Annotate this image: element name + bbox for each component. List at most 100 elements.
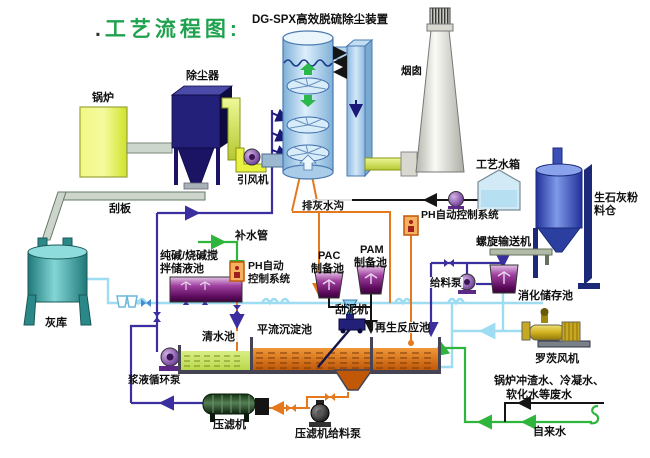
pac-prep-tank (314, 271, 344, 299)
tank-floor (250, 370, 337, 374)
clear-water-tank (178, 345, 253, 374)
label-bg (200, 331, 240, 342)
pac-tank-label-2: 制备池 (311, 261, 344, 275)
conveyor-leg (545, 255, 549, 265)
dust-collector-label: 除尘器 (186, 68, 220, 82)
pam-tank-label-2: 制备池 (354, 255, 387, 269)
press-head (255, 398, 269, 415)
stirrer-icon (180, 281, 211, 290)
induced-draft-fan (235, 147, 284, 173)
ph-controller-box (229, 261, 245, 282)
scrubber-tower (282, 30, 334, 180)
process-water-tank (477, 169, 521, 211)
blower-flange (521, 321, 531, 341)
collector-leg (216, 140, 220, 185)
chimney-inlet (400, 151, 418, 177)
tank-water (481, 190, 517, 207)
tank-floor (370, 370, 441, 374)
tank-valve-icon (233, 305, 241, 315)
ph-display (234, 272, 240, 278)
scraper-motor (346, 314, 354, 319)
title-text: 工艺流程图: (105, 17, 241, 41)
ash-ditch-label: 排灰水沟 (302, 199, 344, 212)
makeup-pipe-label: 补水管 (234, 228, 268, 242)
lime-silo-label-2: 料仓 (594, 203, 617, 217)
press-plates (212, 395, 250, 413)
labels: .工艺流程图: DG-SPX高效脱硫除尘装置 锅炉 除尘器 引风机 刮板 烟囱 … (45, 12, 638, 440)
screw-conveyor-label: 螺旋输送机 (476, 234, 531, 248)
spray-disc (286, 77, 330, 95)
chimney (400, 7, 465, 177)
label-bg (300, 199, 352, 211)
mixing-funnel (342, 299, 358, 312)
spray-disc (286, 144, 330, 162)
tank-wall (250, 337, 253, 374)
liquid-dashes (256, 352, 434, 369)
stirrer-icon (364, 273, 378, 284)
process-water-tank-label: 工艺水箱 (476, 157, 520, 171)
collector-outlet-pipe (221, 97, 241, 161)
boiler-flue-pipe (126, 142, 173, 154)
induced-fan-label: 引风机 (237, 173, 269, 186)
digestion-tank (489, 264, 519, 294)
collector-hopper (177, 147, 215, 184)
filter-press-pump-label: 压滤机给料泵 (295, 426, 361, 440)
chimney-label: 烟囱 (401, 64, 422, 77)
silo-foot (578, 283, 600, 289)
feed-pump-base (458, 290, 476, 294)
water-dashes (184, 355, 244, 367)
mud-scraper-machine (338, 318, 366, 331)
boiler (79, 106, 173, 178)
pam-tank-label: PAM (360, 244, 384, 256)
chimney-collar (426, 23, 454, 32)
ph-display (408, 226, 414, 232)
blower-body (529, 324, 565, 341)
slurry-valve-icon (153, 312, 161, 322)
dosing-pump-base (448, 206, 464, 210)
ash-leg (78, 294, 92, 326)
dust-collector (170, 85, 241, 190)
flue-duct (332, 38, 402, 178)
alkali-tank-label: 纯碱/烧碱搅 (160, 248, 218, 262)
inlet-up-arrow (299, 154, 317, 171)
pump-base (159, 366, 181, 371)
wastewater-line (504, 402, 604, 422)
scraper-plate (41, 191, 206, 241)
lime-silo (533, 147, 600, 289)
stirrer-icon (322, 279, 336, 290)
sludge-pipes (269, 392, 349, 415)
sediment-liquid (253, 348, 438, 370)
ph-control-right (403, 191, 464, 236)
ash-storage-label: 灰库 (45, 315, 67, 329)
ph-left-label: PH自动 (248, 259, 284, 272)
press-leg (244, 414, 249, 422)
scraper-wheel (340, 328, 346, 334)
mud-scraper-label: 刮泥机 (335, 302, 368, 316)
roots-blower (521, 308, 591, 348)
sedimentation-tank (250, 314, 441, 391)
digestion-tank-label: 消化储存池 (518, 288, 573, 302)
blower-base (537, 340, 591, 348)
roots-blower-label: 罗茨风机 (535, 351, 579, 365)
slurry-circulation-pump (159, 347, 181, 371)
feed-pump-label: 给料泵 (430, 276, 462, 289)
label-bg (255, 324, 312, 335)
collector-outlet-flange (183, 182, 209, 190)
spray-disc (286, 116, 330, 134)
press-leg (210, 414, 215, 422)
silo-frame (584, 164, 592, 285)
filter-press (202, 393, 269, 422)
wastewater-label: 锅炉冲渣水、冷凝水、 (494, 373, 604, 387)
sludge-valve-icon (286, 404, 296, 412)
chimney-cap (429, 7, 451, 25)
tank-divider (370, 337, 373, 372)
blower-valve-stem (541, 314, 548, 323)
stirrer-icon (497, 271, 511, 284)
tap-source-squiggle (589, 404, 600, 425)
pam-prep-tank (356, 265, 386, 295)
filter-press-feed-pump (309, 400, 331, 427)
fan-outlet-pipe (261, 153, 284, 168)
silo-cone (537, 227, 581, 253)
